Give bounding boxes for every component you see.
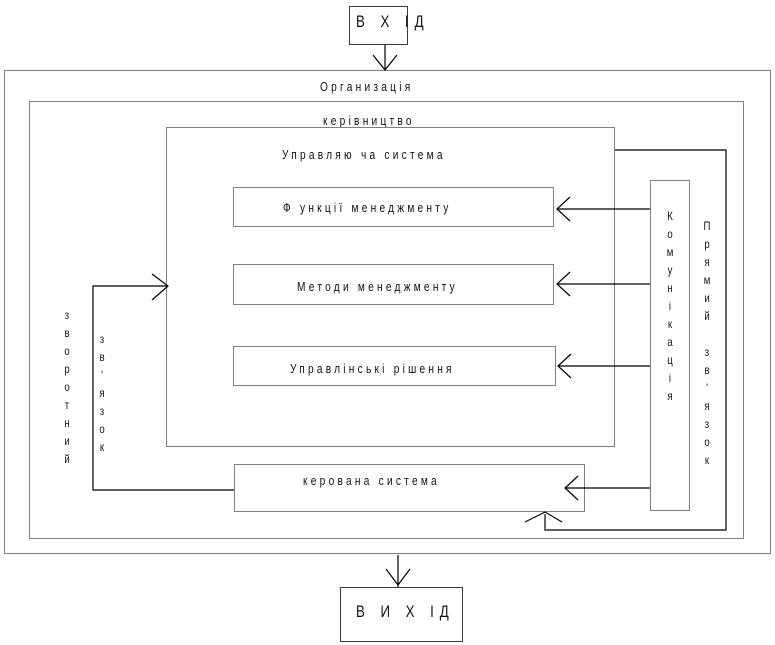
comm-to-decisions-arrowhead xyxy=(557,353,572,379)
comm-to-functions-arrowhead xyxy=(556,196,571,222)
input-arrowhead xyxy=(372,54,398,71)
control-system-label: Управляю ча система xyxy=(282,147,446,162)
managed-system-label: керована система xyxy=(303,473,440,488)
output-box xyxy=(340,587,463,642)
comm-to-managed-arrowhead xyxy=(564,475,579,501)
output-arrowhead xyxy=(385,568,411,586)
management-methods-label: Методи менеджменту xyxy=(297,279,458,294)
management-functions-label: Ф ункції менеджменту xyxy=(283,200,452,215)
managed-system-box xyxy=(234,464,585,512)
organization-label: Организація xyxy=(320,79,414,94)
feedback-label-word2: з в ' я з о к xyxy=(99,332,105,454)
management-decisions-label: Управлінські рішення xyxy=(290,361,455,376)
input-box xyxy=(349,6,408,45)
feedback-line xyxy=(92,285,234,491)
communication-box xyxy=(650,180,690,511)
management-functions-box xyxy=(233,187,554,227)
comm-to-methods-arrowhead xyxy=(556,271,571,297)
direct-link-line xyxy=(544,149,727,531)
management-label: керівництво xyxy=(323,113,415,128)
management-methods-box xyxy=(233,264,554,305)
feedback-arrowhead xyxy=(151,273,169,301)
direct-link-arrowhead xyxy=(524,511,563,523)
feedback-label-word1: з в о р о т н и й xyxy=(64,308,70,466)
management-decisions-box xyxy=(233,346,556,386)
direct-link-label: П р я м и й з в ' я з о к xyxy=(703,219,711,467)
input-label: В Х ІД xyxy=(356,12,430,31)
output-label: В И Х ІД xyxy=(356,602,455,621)
communication-label: К о м у н і к а ц і я xyxy=(666,209,674,403)
